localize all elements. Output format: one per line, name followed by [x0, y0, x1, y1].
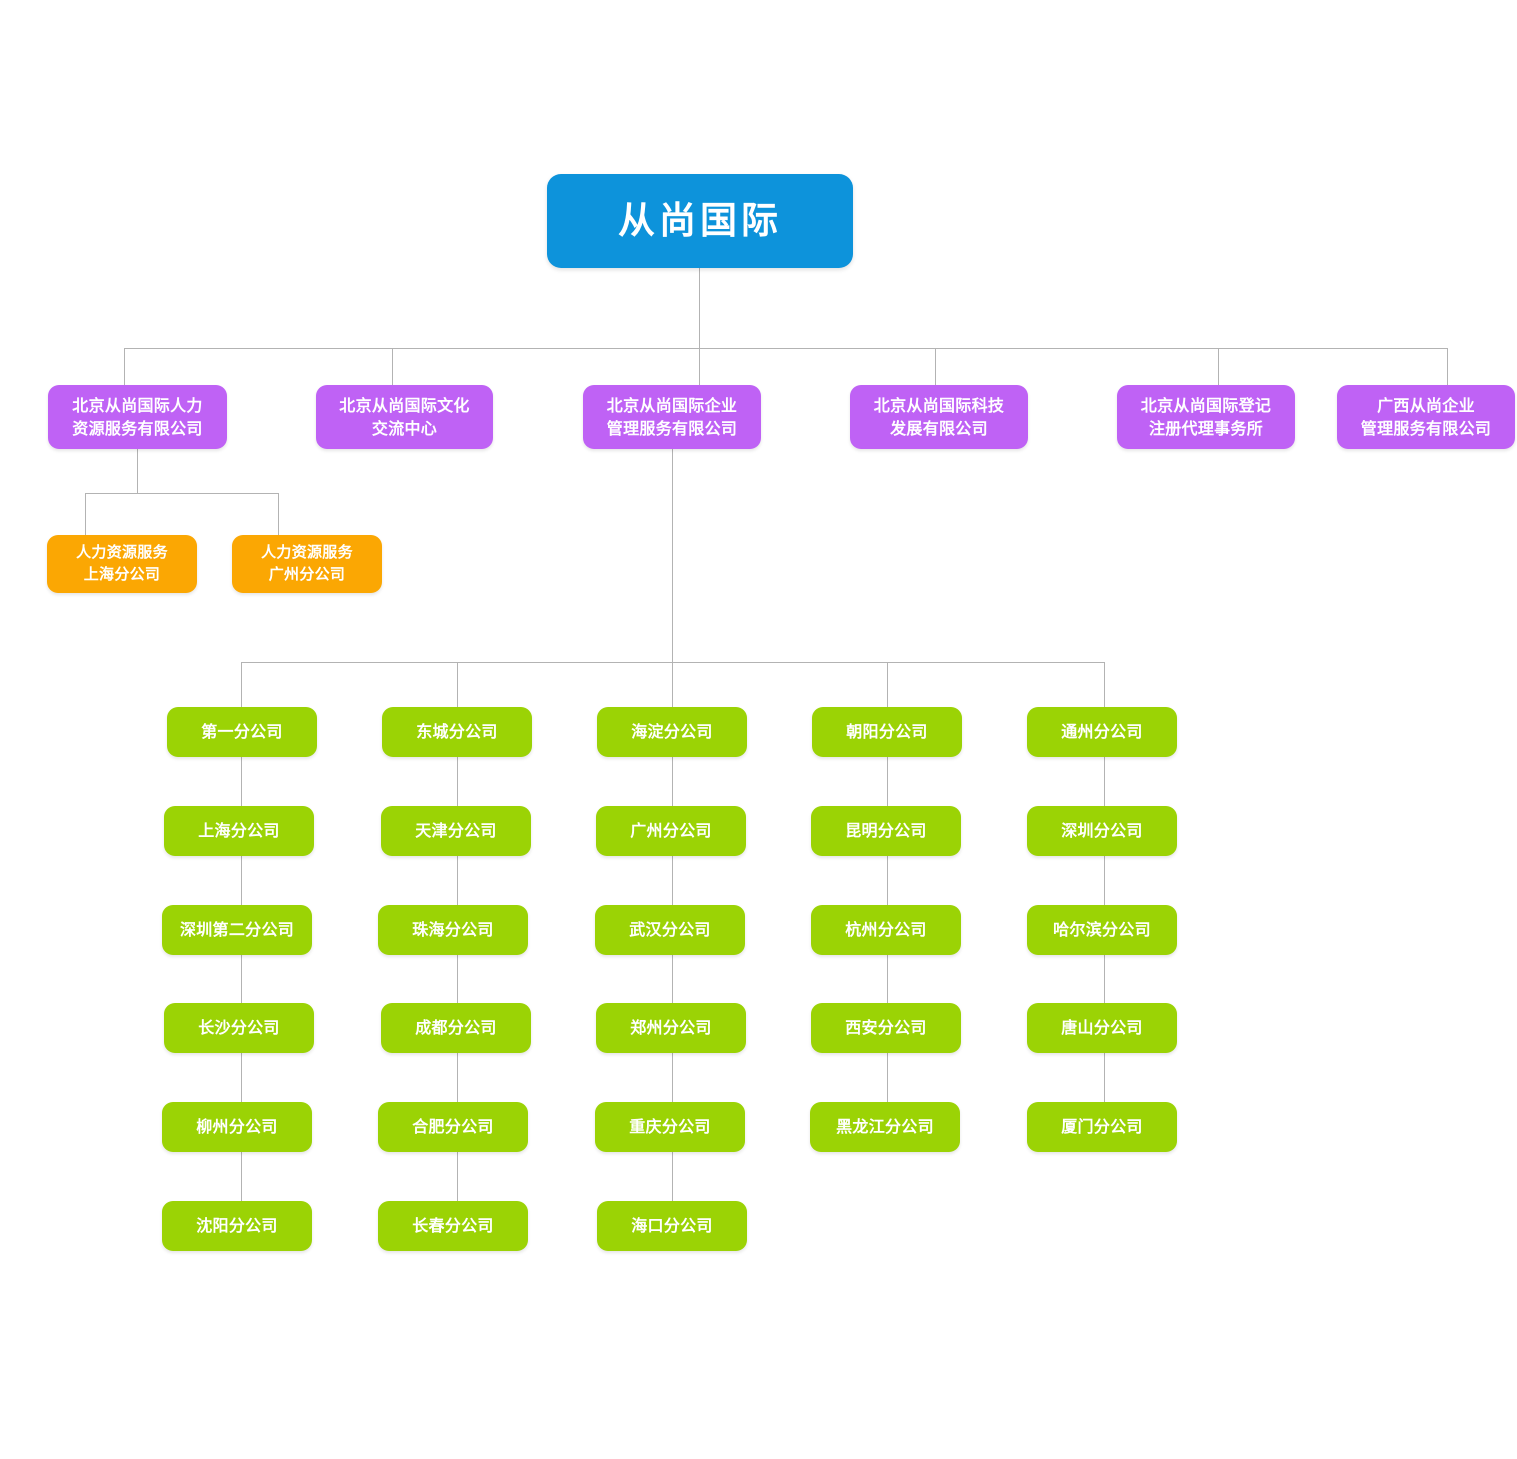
division-node-culture-exchange[interactable]: 北京从尚国际文化 交流中心 — [316, 385, 493, 449]
connector-spine-column-1 — [241, 662, 242, 1250]
branch-node-hefei[interactable]: 合肥分公司 — [378, 1102, 528, 1152]
hr-branch-node-shanghai[interactable]: 人力资源服务 上海分公司 — [47, 535, 197, 593]
branch-node-zhengzhou[interactable]: 郑州分公司 — [596, 1003, 746, 1053]
division-node-guangxi-enterprise-management[interactable]: 广西从尚企业 管理服务有限公司 — [1337, 385, 1515, 449]
connector-hr-stem — [137, 449, 138, 494]
connector-drop-division-1 — [124, 348, 125, 385]
division-node-hr-services[interactable]: 北京从尚国际人力 资源服务有限公司 — [48, 385, 227, 449]
branch-node-haikou[interactable]: 海口分公司 — [597, 1201, 747, 1251]
connector-root-stem — [699, 268, 700, 348]
branch-node-chengdu[interactable]: 成都分公司 — [381, 1003, 531, 1053]
connector-level2-bus — [124, 348, 1447, 349]
branch-node-shenzhen-second[interactable]: 深圳第二分公司 — [162, 905, 312, 955]
division-node-enterprise-management[interactable]: 北京从尚国际企业 管理服务有限公司 — [583, 385, 761, 449]
division-node-registration-agency[interactable]: 北京从尚国际登记 注册代理事务所 — [1117, 385, 1295, 449]
branch-node-changsha[interactable]: 长沙分公司 — [164, 1003, 314, 1053]
connector-drop-hr-branch-1 — [85, 493, 86, 535]
branch-node-shenyang[interactable]: 沈阳分公司 — [162, 1201, 312, 1251]
connector-drop-division-4 — [935, 348, 936, 385]
branch-node-xian[interactable]: 西安分公司 — [811, 1003, 961, 1053]
branch-node-harbin[interactable]: 哈尔滨分公司 — [1027, 905, 1177, 955]
branch-node-heilongjiang[interactable]: 黑龙江分公司 — [810, 1102, 960, 1152]
connector-drop-division-6 — [1447, 348, 1448, 385]
connector-drop-hr-branch-2 — [278, 493, 279, 535]
branch-node-wuhan[interactable]: 武汉分公司 — [595, 905, 745, 955]
branch-node-shenzhen[interactable]: 深圳分公司 — [1027, 806, 1177, 856]
branch-node-chaoyang[interactable]: 朝阳分公司 — [812, 707, 962, 757]
branch-node-shanghai[interactable]: 上海分公司 — [164, 806, 314, 856]
connector-spine-column-2 — [457, 662, 458, 1250]
root-node-congshang-international[interactable]: 从尚国际 — [547, 174, 853, 268]
branch-node-diyi[interactable]: 第一分公司 — [167, 707, 317, 757]
branch-node-kunming[interactable]: 昆明分公司 — [811, 806, 961, 856]
branch-node-xiamen[interactable]: 厦门分公司 — [1027, 1102, 1177, 1152]
branch-node-liuzhou[interactable]: 柳州分公司 — [162, 1102, 312, 1152]
branch-node-hangzhou[interactable]: 杭州分公司 — [811, 905, 961, 955]
branch-node-haidian[interactable]: 海淀分公司 — [597, 707, 747, 757]
branch-node-tianjin[interactable]: 天津分公司 — [381, 806, 531, 856]
branch-node-zhuhai[interactable]: 珠海分公司 — [378, 905, 528, 955]
branch-node-dongcheng[interactable]: 东城分公司 — [382, 707, 532, 757]
connector-drop-division-2 — [392, 348, 393, 385]
connector-hr-bus — [85, 493, 278, 494]
hr-branch-node-guangzhou[interactable]: 人力资源服务 广州分公司 — [232, 535, 382, 593]
branch-node-guangzhou[interactable]: 广州分公司 — [596, 806, 746, 856]
branch-node-tongzhou[interactable]: 通州分公司 — [1027, 707, 1177, 757]
branch-node-tangshan[interactable]: 唐山分公司 — [1027, 1003, 1177, 1053]
connector-drop-division-3 — [699, 348, 700, 385]
connector-drop-division-5 — [1218, 348, 1219, 385]
connector-green-bus — [241, 662, 1105, 663]
branch-node-changchun[interactable]: 长春分公司 — [378, 1201, 528, 1251]
division-node-technology-development[interactable]: 北京从尚国际科技 发展有限公司 — [850, 385, 1028, 449]
connector-spine-column-3 — [672, 662, 673, 1250]
connector-enterprise-stem — [672, 449, 673, 662]
branch-node-chongqing[interactable]: 重庆分公司 — [595, 1102, 745, 1152]
